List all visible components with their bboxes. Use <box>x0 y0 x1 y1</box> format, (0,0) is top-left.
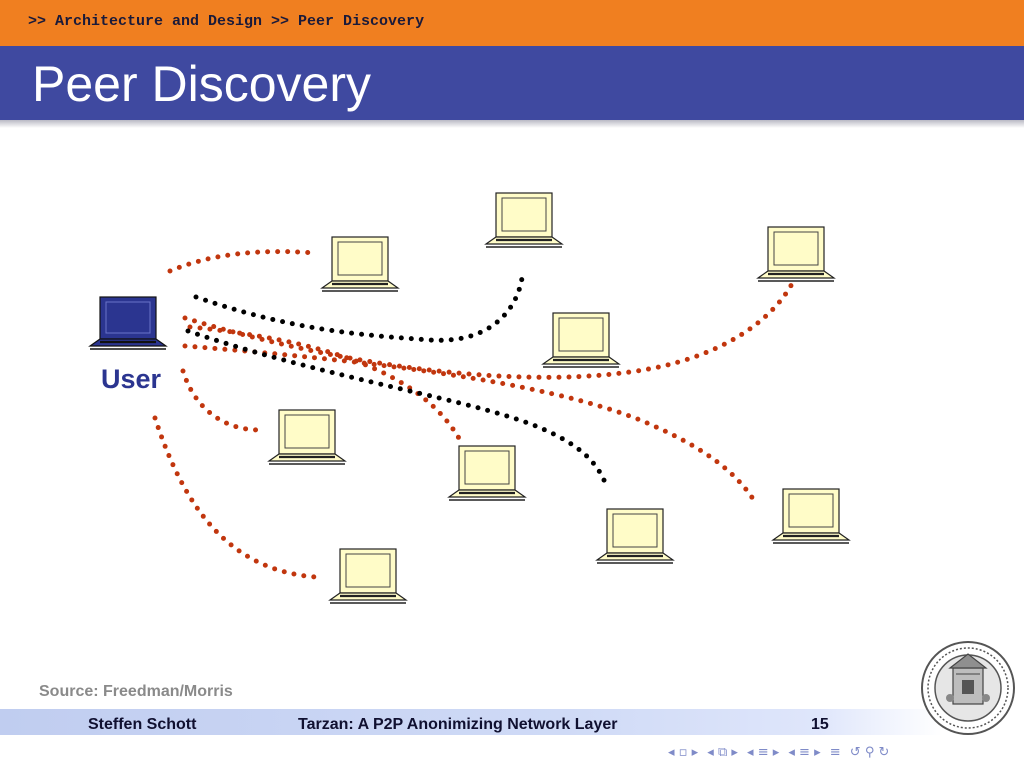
footer-author: Steffen Schott <box>88 716 197 733</box>
nav-align-icon[interactable]: ≡ <box>829 745 841 760</box>
title-shadow <box>0 120 1024 128</box>
source-note: Source: Freedman/Morris <box>39 683 233 700</box>
peer-laptop-icon <box>447 444 527 502</box>
peer-laptop-icon <box>320 235 400 293</box>
breadcrumb-bar <box>0 0 1024 46</box>
link-peer-2 <box>193 267 526 343</box>
nav-subsection-icon[interactable]: ◂ ≡ ▸ <box>747 745 780 760</box>
link-peer-4 <box>182 343 758 505</box>
navigation-bar: ◂ ▫ ▸ ◂ ⧉ ▸ ◂ ≡ ▸ ◂ ≡ ▸ ≡ ↺ ⚲ ↻ <box>668 745 1024 765</box>
page-title: Peer Discovery <box>32 56 371 112</box>
user-label: User <box>101 364 162 394</box>
footer-bar <box>0 709 1024 735</box>
link-peer-1 <box>167 249 318 274</box>
footer-talk-title: Tarzan: A P2P Anonimizing Network Layer <box>298 716 618 733</box>
peer-laptop-icon <box>484 191 564 249</box>
university-seal-icon <box>921 641 1015 735</box>
peer-laptop-icon <box>771 487 851 545</box>
peer-laptop-icon <box>756 225 836 283</box>
user-laptop-icon <box>88 296 168 350</box>
link-peer-5 <box>180 368 263 433</box>
link-peer-9 <box>152 415 318 580</box>
peer-laptop-icon <box>267 408 347 466</box>
link-peer-6 <box>187 324 463 443</box>
nav-search-icon[interactable]: ↺ ⚲ ↻ <box>849 745 890 760</box>
nav-first-icon[interactable]: ◂ ▫ ▸ <box>668 745 699 760</box>
link-peer-7 <box>185 328 610 490</box>
peer-laptop-icon <box>328 547 408 605</box>
peer-laptop-icon <box>541 311 621 369</box>
nav-section-icon[interactable]: ◂ ≡ ▸ <box>788 745 821 760</box>
title-bar <box>0 46 1024 120</box>
nav-frame-icon[interactable]: ◂ ⧉ ▸ <box>707 745 738 760</box>
footer-page-number: 15 <box>811 716 829 733</box>
breadcrumb[interactable]: >> Architecture and Design >> Peer Disco… <box>28 13 425 30</box>
peer-laptop-icon <box>595 507 675 565</box>
link-peer-3 <box>182 275 798 380</box>
